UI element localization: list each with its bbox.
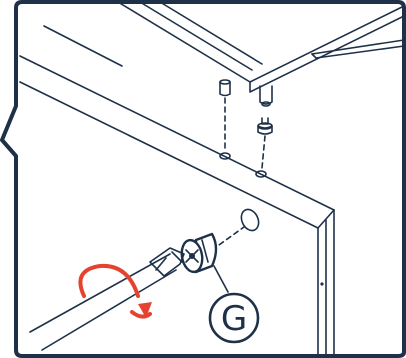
screwdriver-icon	[30, 248, 184, 350]
part-leader-line	[214, 266, 228, 292]
clockwise-rotation-arrow-icon	[80, 266, 152, 318]
callout-frame	[2, 2, 404, 356]
cam-lock-fitting-icon	[179, 234, 216, 273]
side-panel	[20, 26, 334, 356]
alignment-line-right	[262, 136, 265, 168]
wooden-dowel-pegs	[220, 80, 272, 134]
part-label: G	[221, 299, 247, 339]
panel-edge-mark	[320, 282, 323, 285]
top-panel	[118, 2, 404, 92]
